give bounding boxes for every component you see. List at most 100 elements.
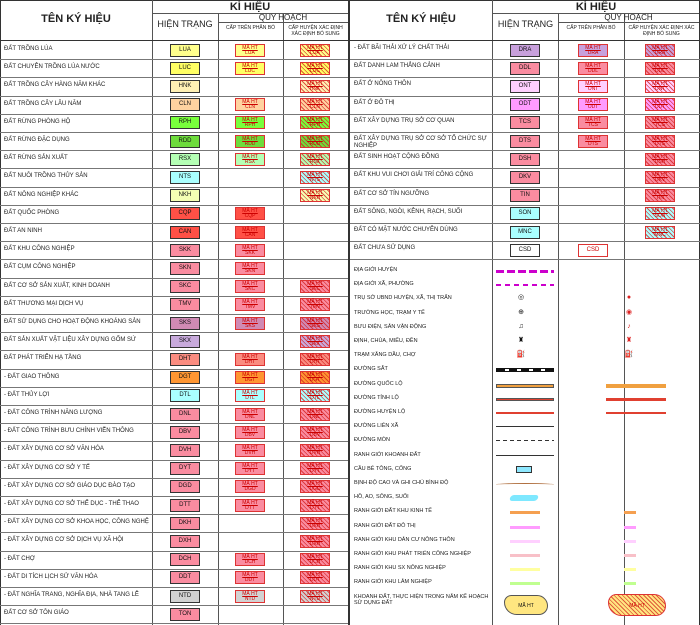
row-divider — [350, 223, 700, 224]
row-divider — [0, 532, 348, 534]
row-divider — [0, 241, 348, 243]
legend-label: ĐẤT RỪNG SẢN XUẤT — [4, 155, 68, 162]
row-divider — [0, 77, 348, 79]
current-symbol: DKV — [510, 170, 540, 184]
row-divider — [0, 150, 348, 152]
zone-boundary-symbol — [510, 582, 540, 586]
legend-label: ĐẤT SỬ DỤNG CHO HOẠT ĐỘNG KHOÁNG SẢN — [4, 319, 141, 325]
zone-boundary-symbol — [510, 525, 540, 529]
current-symbol: SKX — [170, 334, 200, 348]
district-boundary-symbol — [496, 270, 554, 273]
row-divider — [0, 95, 348, 97]
symbol-label: RANH GIỚI KHU DÂN CƯ NÔNG THÔN — [354, 536, 455, 543]
row-divider — [0, 332, 348, 334]
current-symbol: CSD — [510, 243, 540, 257]
point-symbol: ♫ — [518, 322, 524, 330]
current-symbol: LUA — [170, 43, 200, 57]
legend-label: - ĐẤT XÂY DỰNG CƠ SỞ VĂN HÓA — [4, 446, 104, 453]
row-divider — [0, 368, 348, 370]
current-symbol: ONT — [510, 79, 540, 93]
current-symbol: SKK — [170, 243, 200, 257]
legend-label: ĐẤT NUÔI TRỒNG THỦY SẢN — [4, 173, 88, 180]
current-symbol: TCS — [510, 116, 540, 130]
current-symbol: DBV — [170, 425, 200, 439]
symbol-label: RANH GIỚI ĐẤT ĐÔ THỊ — [354, 522, 416, 529]
zone-boundary-symbol — [510, 554, 540, 557]
symbol-label: RANH GIỚI ĐẤT KHU KINH TẾ — [354, 508, 432, 515]
current-symbol: DVH — [170, 443, 200, 457]
row-divider — [0, 186, 348, 188]
header-symbol-name-right: TÊN KÝ HIỆU — [386, 13, 456, 25]
legend-label: ĐẤT Ở NÔNG THÔN — [354, 81, 411, 88]
symbol-label: RANH GIỚI KHU LÂM NGHIỆP — [354, 579, 432, 586]
row-divider — [0, 350, 348, 352]
road-plan-symbol — [606, 397, 666, 401]
row-divider — [350, 150, 700, 152]
zone-boundary-symbol — [510, 539, 540, 543]
legend-label: ĐẤT CƠ SỞ TÍN NGƯỠNG — [354, 190, 430, 197]
symbol-label: ĐƯỜNG MÒN — [354, 437, 390, 444]
road-symbol — [496, 412, 554, 414]
zone-plan-symbol — [624, 511, 636, 515]
current-symbol: SKS — [170, 316, 200, 330]
legend-label: - ĐẤT XÂY DỰNG CƠ SỞ THỂ DỤC - THỂ THAO — [4, 501, 139, 507]
legend-label: - ĐẤT XÂY DỰNG CƠ SỞ Y TẾ — [4, 464, 90, 471]
legend-label: - ĐẤT GIAO THÔNG — [4, 373, 60, 380]
symbol-label: ĐƯỜNG SẮT — [354, 366, 388, 373]
legend-label: - ĐẤT XÂY DỰNG CƠ SỞ DỊCH VỤ XÃ HỘI — [4, 537, 124, 544]
row-divider — [350, 113, 700, 115]
row-divider — [0, 314, 348, 315]
current-symbol: RDD — [170, 134, 200, 148]
zone-plan-symbol — [624, 554, 636, 557]
current-symbol: CQP — [170, 207, 200, 221]
legend-label: ĐẤT SẢN XUẤT VẬT LIỆU XÂY DỰNG GỐM SỨ — [4, 337, 137, 344]
legend-label: - ĐẤT XÂY DỰNG CƠ SỞ GIÁO DỤC ĐÀO TẠO — [4, 482, 136, 489]
row-divider — [0, 496, 348, 497]
row-divider — [0, 259, 348, 261]
symbol-label: ĐƯỜNG QUỐC LỘ — [354, 380, 403, 387]
row-divider — [0, 477, 348, 479]
current-symbol: SKC — [170, 280, 200, 294]
current-symbol: TMV — [170, 298, 200, 312]
zone-plan-symbol — [624, 525, 636, 529]
legend-label: - ĐẤT NGHĨA TRANG, NGHĨA ĐỊA, NHÀ TANG L… — [4, 592, 139, 598]
contour-symbol — [496, 483, 554, 486]
row-divider — [0, 441, 348, 443]
symbol-label: TRƯỜNG HỌC, TRẠM Y TẾ — [354, 309, 425, 316]
current-symbol: DXH — [170, 534, 200, 548]
current-symbol: CAN — [170, 225, 200, 239]
annual-plan-area-symbol: MÃ HT — [504, 594, 548, 615]
current-symbol: DGT — [170, 371, 200, 385]
symbol-label: BƯU ĐIỆN, SÂN VẬN ĐỘNG — [354, 323, 427, 330]
symbol-label: ĐƯỜNG LIÊN XÃ — [354, 423, 399, 430]
legend-label: - ĐẤT THỦY LỢI — [4, 391, 50, 398]
legend-label: ĐẤT KHU VUI CHƠI GIẢI TRÍ CÔNG CỘNG — [354, 172, 474, 179]
road-symbol — [496, 397, 554, 401]
row-divider — [0, 204, 348, 206]
legend-label: ĐẤT XÂY DỰNG TRỤ SỞ CƠ QUAN — [354, 117, 455, 124]
